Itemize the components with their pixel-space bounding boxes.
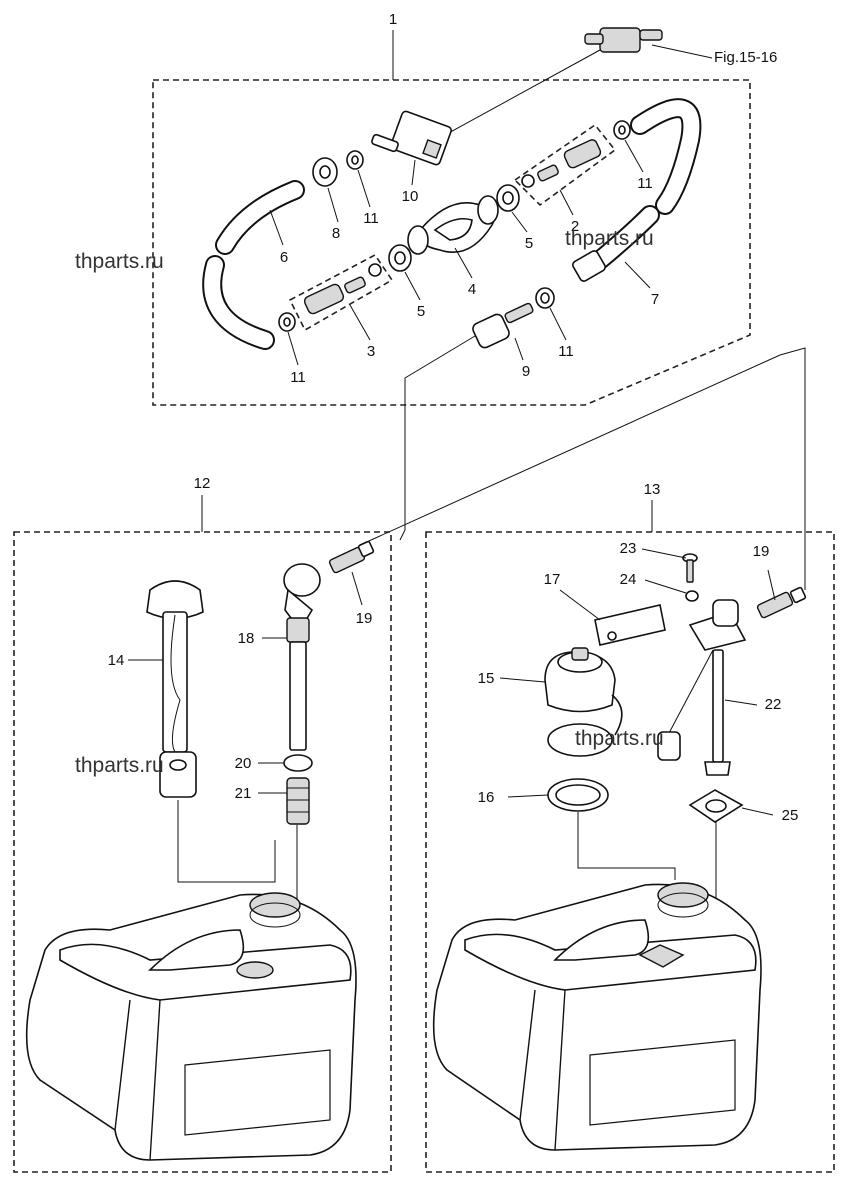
callout-6: 6 [280,249,288,266]
callout-11-b: 11 [637,175,653,192]
callout-5-a: 5 [525,235,533,252]
callout-19-right: 19 [753,543,770,560]
hose-coupler-9 [472,302,534,349]
callout-22: 22 [765,696,782,713]
screw-23 [682,553,698,583]
gasket-25 [688,789,744,823]
check-valve-2 [521,139,602,188]
fuel-gauge-22 [657,599,747,776]
watermark-4: thparts.ru [575,727,664,750]
grommet-5-b [388,244,412,272]
callout-10: 10 [402,188,419,205]
clip-11-c [278,312,296,332]
clip-11-d [535,287,555,309]
callout-5-b: 5 [417,303,425,320]
callout-2: 2 [571,218,579,235]
tank-cap-15 [544,647,623,736]
callout-20: 20 [235,755,252,772]
watermark-3: thparts.ru [75,754,164,777]
callout-3: 3 [367,343,375,360]
connector-10 [371,110,452,166]
fitting-19-left [328,540,375,574]
callout-17: 17 [544,571,561,588]
callout-11-c: 11 [290,369,306,386]
primer-bulb-4 [407,195,499,255]
cap-seal [547,723,613,757]
callout-23: 23 [620,540,637,557]
callout-19-left: 19 [356,610,373,627]
callout-14: 14 [108,652,125,669]
callout-24: 24 [620,571,637,588]
clip-11-b [613,120,631,140]
callout-1: 1 [389,11,397,28]
callout-13: 13 [644,481,661,498]
grommet-8 [312,157,338,187]
callout-11-a: 11 [363,210,379,227]
callout-11-d: 11 [558,343,574,360]
grommet-5-a [496,184,520,212]
callout-4: 4 [468,281,476,298]
group-12-boundary [13,531,392,1173]
fuel-hose-7 [572,98,702,282]
callout-18: 18 [238,630,255,647]
o-ring-20 [283,754,313,772]
callout-16: 16 [478,789,495,806]
fuel-pickup-18 [283,563,321,751]
callout-25: 25 [782,807,799,824]
callout-7: 7 [651,291,659,308]
callout-8: 8 [332,225,340,242]
valve-set-3-group [288,253,394,332]
fuel-tank-left [25,892,357,1161]
label-17 [594,604,666,646]
fuel-hose-6 [202,180,305,350]
watermark-1: thparts.ru [75,250,164,273]
callout-15: 15 [478,670,495,687]
fuel-gauge-14 [146,580,204,798]
callout-12: 12 [194,475,211,492]
fuel-tank-right [432,882,762,1151]
group-1-boundary [152,79,751,406]
outboard-connector-reference [584,27,663,53]
fitting-19-right [756,586,807,619]
filter-21 [286,777,310,825]
check-valve-3 [303,263,382,315]
washer-24 [685,590,699,602]
watermark-2: thparts.ru [565,227,654,250]
reference-label: Fig.15-16 [714,49,777,66]
group-13-boundary [425,531,835,1173]
gasket-16 [547,778,609,812]
callout-21: 21 [235,785,252,802]
valve-set-2-group [513,123,617,207]
callout-9: 9 [522,363,530,380]
clip-11-a [346,150,364,170]
